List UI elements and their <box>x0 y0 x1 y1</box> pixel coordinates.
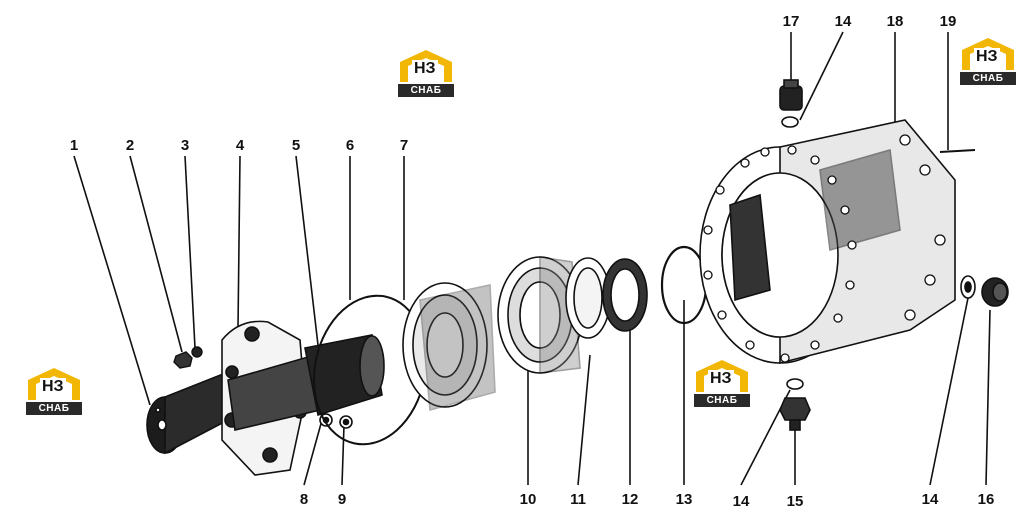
watermark-code: НЗ <box>708 370 734 388</box>
part-18-housing <box>699 119 956 365</box>
watermark-code: НЗ <box>412 60 438 78</box>
callout-5: 5 <box>291 137 301 154</box>
watermark-brand: СНАБ <box>960 72 1016 85</box>
part-19-pin <box>939 149 976 153</box>
callout-19: 19 <box>939 13 957 30</box>
watermark-brand: СНАБ <box>398 84 454 97</box>
part-11-lock-washer <box>565 257 611 339</box>
leader-9 <box>341 424 345 486</box>
callout-6: 6 <box>345 137 355 154</box>
watermark-code: НЗ <box>974 48 1000 66</box>
callout-14-bottom: 14 <box>732 493 750 510</box>
part-15-plug <box>779 397 811 431</box>
callout-4: 4 <box>235 137 245 154</box>
house-icon <box>962 38 1014 70</box>
house-icon <box>400 50 452 82</box>
watermark-brand: СНАБ <box>694 394 750 407</box>
part-16-plug <box>981 277 1009 307</box>
watermark-logo: НЗ СНАБ <box>26 366 82 416</box>
leader-16 <box>985 309 991 486</box>
part-14-washer-bottom <box>786 378 804 390</box>
callout-13: 13 <box>675 491 693 508</box>
callout-10: 10 <box>519 491 537 508</box>
leader-2 <box>129 155 183 353</box>
leader-5 <box>295 155 319 346</box>
watermark-logo: НЗ СНАБ <box>694 358 750 408</box>
part-7-bearing <box>402 282 496 412</box>
callout-11: 11 <box>570 491 586 508</box>
leader-11 <box>577 354 591 486</box>
watermark-logo: НЗ СНАБ <box>398 48 454 98</box>
callout-12: 12 <box>621 491 639 508</box>
part-12-ring-nut <box>602 258 648 332</box>
part-9-washer <box>339 415 353 429</box>
watermark-logo: НЗ СНАБ <box>960 36 1016 86</box>
callout-14-right: 14 <box>921 491 939 508</box>
leader-8 <box>303 419 323 486</box>
callout-14-top: 14 <box>834 13 852 30</box>
leader-4 <box>237 155 241 329</box>
house-icon <box>28 368 80 400</box>
part-5-splined-hub <box>304 334 385 417</box>
leader-14c <box>799 31 844 121</box>
callout-3: 3 <box>180 137 190 154</box>
part-17-plug <box>779 79 803 111</box>
leader-1 <box>73 155 151 406</box>
callout-8: 8 <box>299 491 309 508</box>
part-1-splined-shaft <box>146 370 229 455</box>
callout-2: 2 <box>125 137 135 154</box>
leader-3 <box>184 155 196 349</box>
part-2-nut <box>173 351 193 369</box>
house-icon <box>696 360 748 392</box>
callout-18: 18 <box>886 13 904 30</box>
watermark-brand: СНАБ <box>26 402 82 415</box>
callout-17: 17 <box>782 13 800 30</box>
part-14-washer-right <box>960 275 976 299</box>
callout-16: 16 <box>977 491 995 508</box>
callout-15: 15 <box>786 493 804 510</box>
watermark-code: НЗ <box>40 378 66 396</box>
callout-9: 9 <box>337 491 347 508</box>
part-4-flange <box>221 320 321 476</box>
callout-1: 1 <box>69 137 79 154</box>
part-3-pin <box>191 346 203 358</box>
leader-14b <box>929 297 969 486</box>
part-14-washer-top <box>781 116 799 128</box>
callout-7: 7 <box>399 137 409 154</box>
